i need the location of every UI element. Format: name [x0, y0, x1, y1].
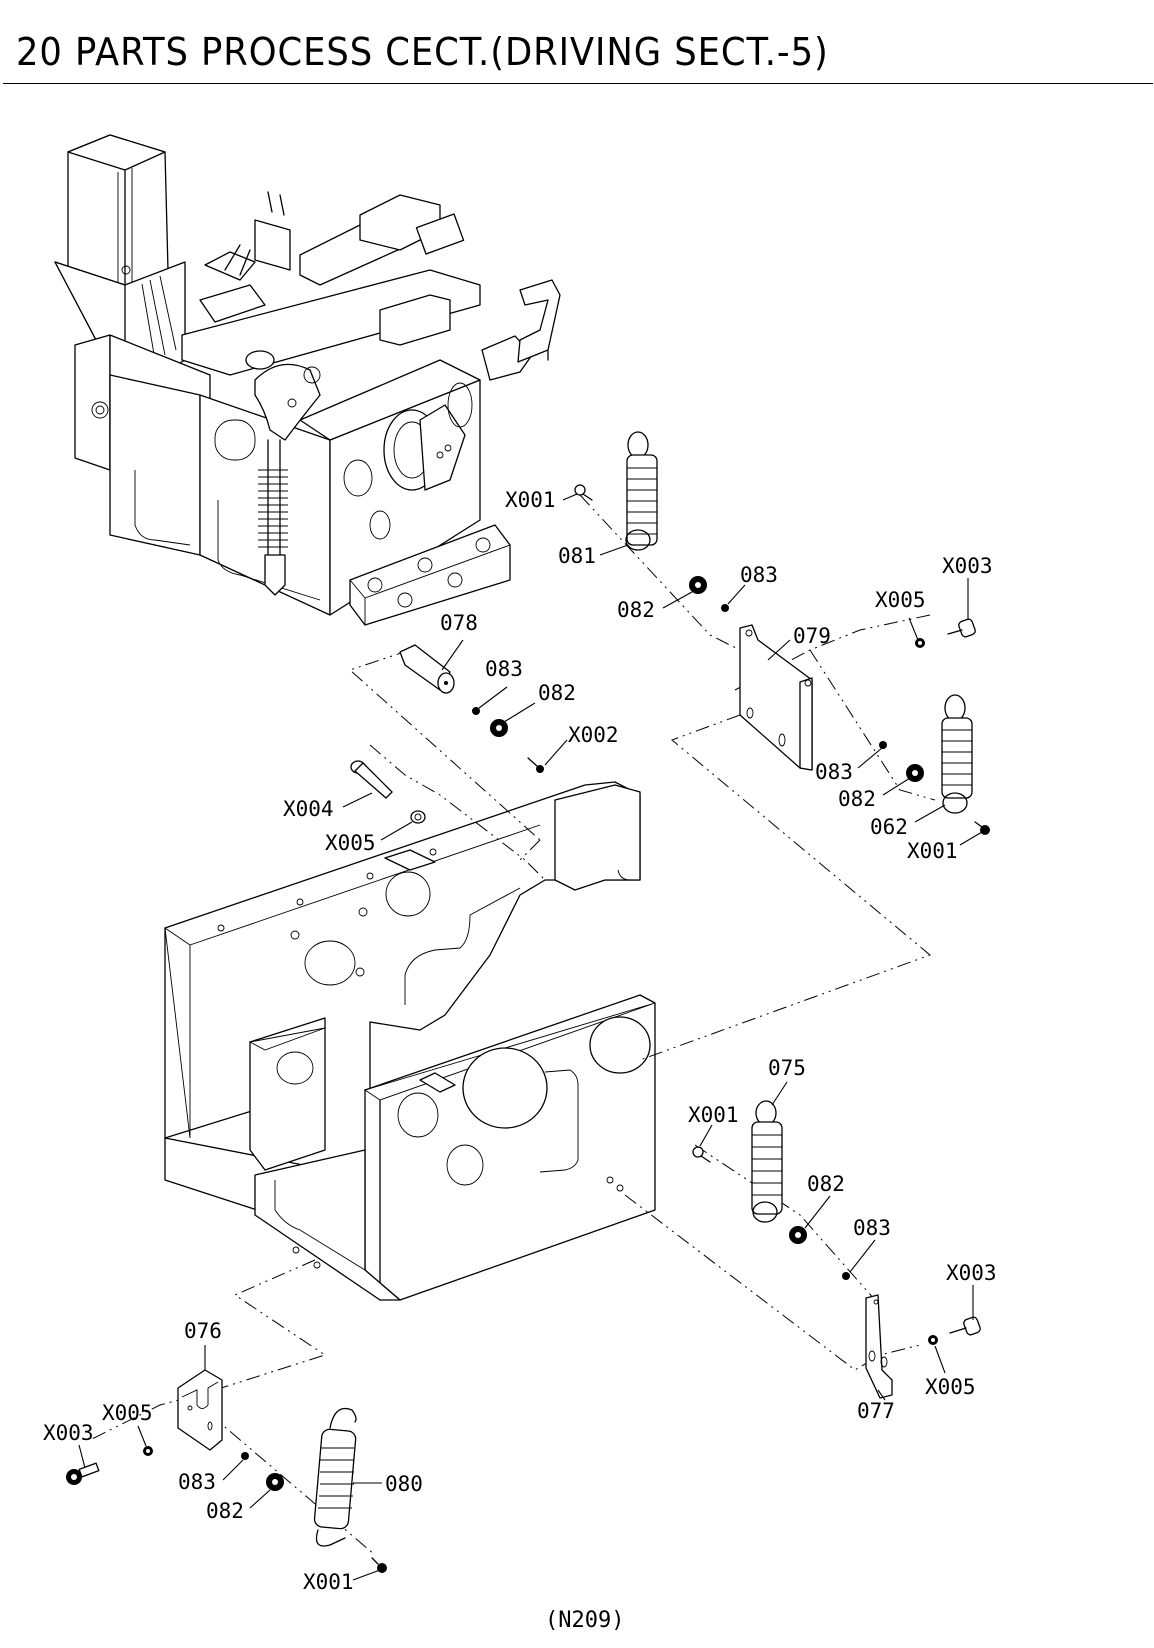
callout-label: 077 — [857, 1399, 895, 1423]
washer-083-b — [879, 741, 887, 749]
callout-label: X005 — [925, 1375, 976, 1399]
callout-label: 083 — [853, 1216, 891, 1240]
callout-label: 062 — [870, 815, 908, 839]
callout-label: 082 — [206, 1499, 244, 1523]
callout-label: X001 — [505, 488, 556, 512]
callout-label: X002 — [568, 723, 619, 747]
callout-label: X003 — [942, 554, 993, 578]
callout-label: X004 — [283, 797, 334, 821]
callout-label: X005 — [325, 831, 376, 855]
callout-label: X001 — [688, 1103, 739, 1127]
main-frame — [165, 782, 655, 1300]
callout-label: 080 — [385, 1472, 423, 1496]
callout-label: X005 — [875, 588, 926, 612]
spring-081 — [626, 432, 657, 550]
callout-label: X005 — [102, 1401, 153, 1425]
bolt-x003-lower-left — [66, 1463, 99, 1485]
roller-082-e — [266, 1473, 284, 1491]
callout-label: 079 — [793, 624, 831, 648]
roller-082-d — [789, 1226, 807, 1244]
callout-label: 082 — [617, 598, 655, 622]
callout-label: 083 — [485, 657, 523, 681]
spring-075 — [752, 1101, 782, 1222]
callout-label: 076 — [184, 1319, 222, 1343]
callout-label: X001 — [907, 839, 958, 863]
washer-083-d — [842, 1272, 850, 1280]
callout-label: 082 — [807, 1172, 845, 1196]
washer-083-c — [472, 707, 480, 715]
roller-082-a — [689, 576, 707, 594]
driving-section-assembly — [55, 135, 560, 625]
washer-x005-lower-right — [928, 1335, 938, 1345]
callout-label: 083 — [178, 1470, 216, 1494]
callout-label: X003 — [43, 1421, 94, 1445]
callout-label: 083 — [815, 760, 853, 784]
bolt-x001-right — [975, 822, 990, 835]
washer-083-a — [721, 604, 729, 612]
spring-062 — [942, 695, 972, 813]
drawing-number: (N209) — [545, 1608, 624, 1633]
bracket-077 — [866, 1295, 892, 1398]
bolt-x002 — [528, 758, 544, 773]
bolt-x003-lower-right — [950, 1316, 981, 1336]
spring-080 — [314, 1408, 356, 1546]
bolt-x001-lower-right — [693, 1147, 710, 1162]
washer-x005-upper — [915, 638, 925, 648]
washer-083-e — [241, 1452, 249, 1460]
callout-label: 078 — [440, 611, 478, 635]
washer-x005-lower-left — [143, 1446, 153, 1456]
callout-label: 075 — [768, 1056, 806, 1080]
spacer-078 — [400, 645, 454, 693]
bracket-076 — [178, 1370, 222, 1450]
callout-label: X003 — [946, 1261, 997, 1285]
callout-label: 082 — [838, 787, 876, 811]
callout-label: 081 — [558, 544, 596, 568]
bolt-x001-upper — [575, 485, 592, 500]
bolt-x004 — [351, 761, 392, 798]
washer-x005-mid — [411, 811, 425, 823]
callout-label: 083 — [740, 563, 778, 587]
bolt-x003-upper — [948, 618, 976, 638]
callout-label: 082 — [538, 681, 576, 705]
callout-label: X001 — [303, 1570, 354, 1594]
